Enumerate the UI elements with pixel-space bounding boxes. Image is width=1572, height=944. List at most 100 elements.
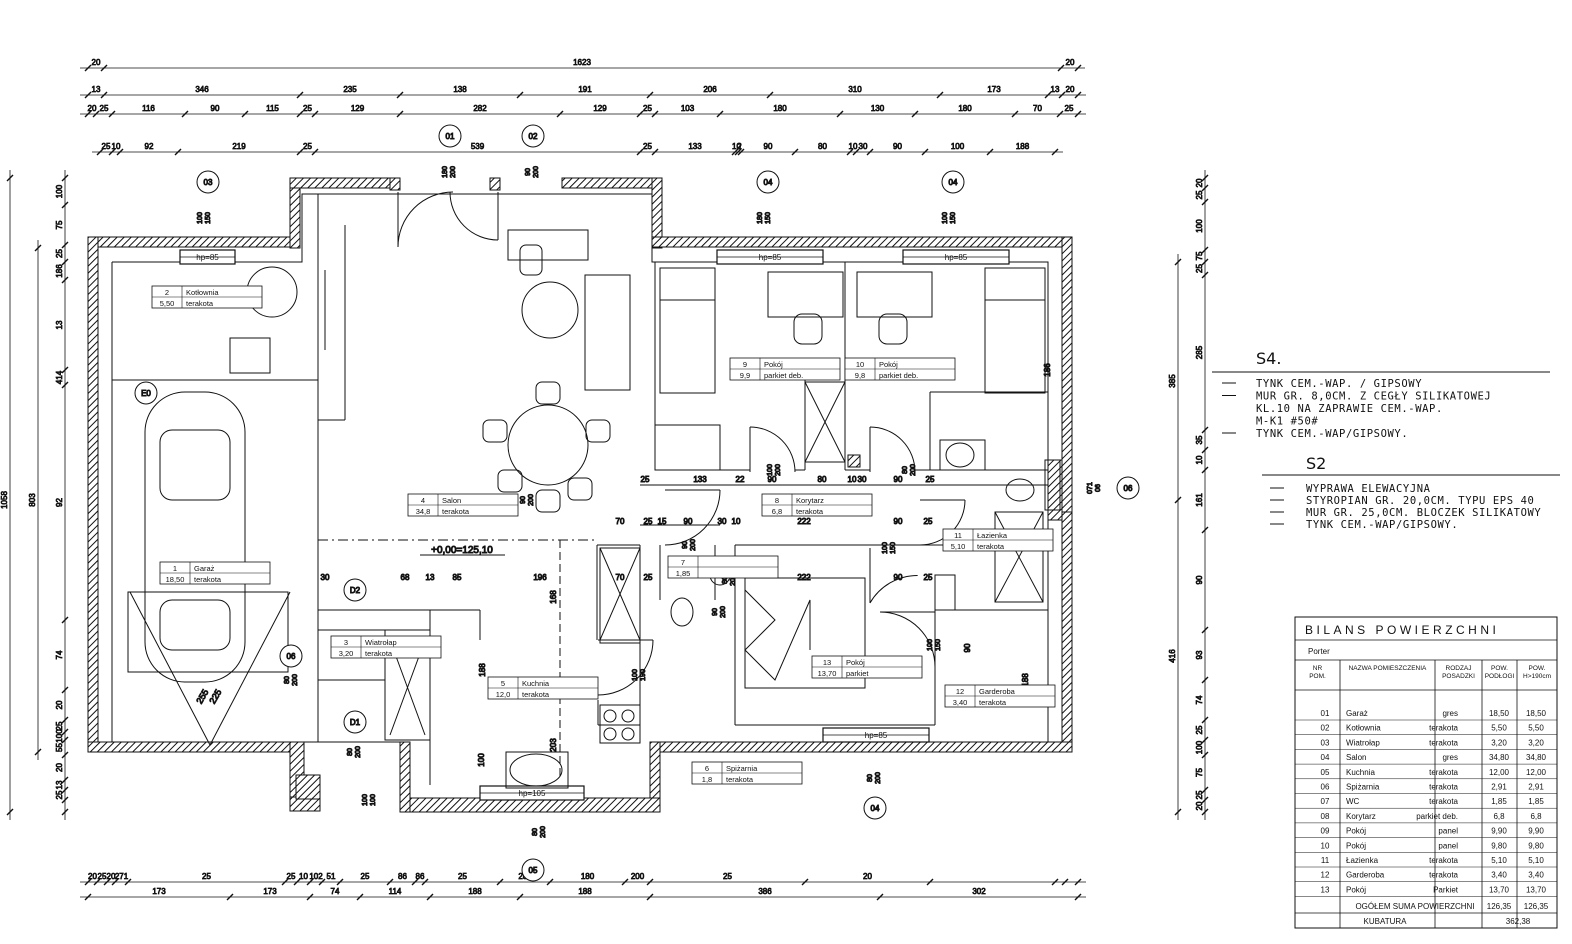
exterior-wall-segment xyxy=(1061,511,1073,753)
interior-dimension-label: 90 xyxy=(894,573,903,582)
dim-right-row2-tick xyxy=(1201,626,1209,634)
dim-top-row3-label: 282 xyxy=(473,104,487,113)
dim-top-row2-tick xyxy=(1044,91,1052,99)
dim-bottom-row1-tick xyxy=(293,878,301,886)
dim-right-row2-label: 20 xyxy=(1195,801,1204,810)
garage-door-dim-a: 255 xyxy=(194,687,210,705)
room-floor-type: parkiet deb. xyxy=(879,371,918,380)
dim-bottom-row1-label: 20 xyxy=(88,872,97,881)
dim-right-row2-tick xyxy=(1201,258,1209,266)
dim-left-row3-tick xyxy=(61,728,69,736)
dim-left-row3-tick xyxy=(61,276,69,284)
washbasin xyxy=(945,442,975,468)
dim-top-row2-tick xyxy=(646,91,654,99)
dim-bottom-row1-label: 200 xyxy=(631,872,645,881)
furniture-block xyxy=(507,229,589,261)
table-cell-floor: terakota xyxy=(1429,768,1458,777)
table-header-floor: RODZAJ xyxy=(1446,665,1472,672)
axis-marker-label: 02 xyxy=(529,132,538,141)
dim-top-row4-tick xyxy=(986,148,994,156)
furniture-block xyxy=(767,271,844,318)
table-cell-area: 3,40 xyxy=(1491,871,1507,880)
interior-dimension-label: 70 xyxy=(616,517,625,526)
window-label: hp=85 xyxy=(196,253,219,262)
room-area: 5,50 xyxy=(160,299,175,308)
interior-dimension-label: 80 xyxy=(818,475,827,484)
legend-s2-line: STYROPIAN GR. 20,0CM. TYPU EPS 40 xyxy=(1306,495,1534,507)
dim-top-row4-tick xyxy=(174,148,182,156)
table-title: BILANS POWIERZCHNI xyxy=(1305,623,1499,637)
legend-s2-line: MUR GR. 25,0CM. BLOCZEK SILIKATOWY xyxy=(1306,507,1541,519)
dim-top-row3-label: 115 xyxy=(266,104,279,113)
room-name: Spiżarnia xyxy=(726,764,758,773)
entrance-door-right-swing xyxy=(449,191,499,241)
interior-dimension-label: 188 xyxy=(1021,673,1030,687)
furniture-block xyxy=(654,424,721,471)
dim-bottom-row2-label: 302 xyxy=(972,887,986,896)
axis-marker-label: 04 xyxy=(949,178,958,187)
interior-dimension-label: 222 xyxy=(797,517,811,526)
axis-marker xyxy=(438,124,462,148)
dim-top-row2-label: 191 xyxy=(578,85,592,94)
dim-bottom-row1-label: 20 xyxy=(107,872,116,881)
dim-left-row3-tick xyxy=(61,751,69,759)
exterior-wall-segment xyxy=(289,177,396,189)
dim-right-row2-tick xyxy=(1201,716,1209,724)
dim-top-row4-label: 80 xyxy=(818,142,827,151)
table-header-area_h: H>190cm xyxy=(1523,673,1551,680)
cooktop-burner xyxy=(603,727,617,741)
dim-left-overall-label: 1058 xyxy=(0,491,9,509)
opening-fraction-bottom: 150 xyxy=(890,542,897,554)
opening-fraction-bottom: 200 xyxy=(775,464,782,476)
dim-right-row1-tick xyxy=(1174,808,1182,816)
dim-top-row3-tick xyxy=(636,110,644,118)
table-cell-area-h: 5,10 xyxy=(1528,856,1544,865)
dim-top-row3-label: 25 xyxy=(100,104,109,113)
dim-top-row3-label: 180 xyxy=(958,104,972,113)
dim-top-row3-label: 130 xyxy=(871,104,885,113)
dim-top-row3-label: 129 xyxy=(351,104,365,113)
dim-left-row3-tick xyxy=(61,258,69,266)
opening-fraction-top: 80 xyxy=(722,576,729,584)
dim-top-overall-tick xyxy=(1057,64,1065,72)
dim-right-row1-label: 416 xyxy=(1168,649,1177,663)
opening-fraction-bottom: 200 xyxy=(292,674,299,686)
desk-chair xyxy=(519,244,543,276)
table-cell-nr: 10 xyxy=(1321,841,1330,850)
exterior-wall-segment xyxy=(489,177,501,191)
interior-dimension-label: 70 xyxy=(616,573,625,582)
room-floor-type: terakota xyxy=(365,649,393,658)
table-cell-area: 34,80 xyxy=(1489,753,1510,762)
dim-top-row2-label: 138 xyxy=(453,85,467,94)
dim-left-row3-tick xyxy=(61,381,69,389)
dim-top-row2-tick xyxy=(1074,91,1082,99)
legend-s4-line: TYNK CEM.-WAP/GIPSOWY. xyxy=(1256,428,1408,440)
dim-bottom-row1-tick xyxy=(84,878,92,886)
room-number: 6 xyxy=(705,764,709,773)
room-name: Pokój xyxy=(764,360,783,369)
interior-dimension-label: 25 xyxy=(641,475,650,484)
dim-bottom-row2-label: 114 xyxy=(389,887,402,896)
legend-s4-title: S4. xyxy=(1256,349,1281,368)
dim-left-row3-tick xyxy=(61,776,69,784)
interior-dimension-label: 133 xyxy=(693,475,707,484)
interior-dimension-label: 186 xyxy=(1043,363,1052,377)
room-floor-type: terakota xyxy=(442,507,470,516)
dim-left-row3-label: 186 xyxy=(55,264,64,278)
dim-top-row3-label: 129 xyxy=(593,104,607,113)
dim-top-row2-label: 173 xyxy=(987,85,1001,94)
table-cell-floor: terakota xyxy=(1429,797,1458,806)
furniture-block xyxy=(384,629,431,741)
dim-left-row3-label: 100 xyxy=(55,184,64,198)
axis-marker xyxy=(343,710,367,734)
table-cell-area-h: 13,70 xyxy=(1526,885,1547,894)
dim-top-row3-tick xyxy=(1074,110,1082,118)
room-floor-type: terakota xyxy=(979,698,1007,707)
dim-top-row4-label: 10 xyxy=(849,142,858,151)
dim-left-row3-tick xyxy=(61,808,69,816)
dim-right-row2-label: 90 xyxy=(1195,575,1204,584)
dim-bottom-row1-tick xyxy=(318,878,326,886)
